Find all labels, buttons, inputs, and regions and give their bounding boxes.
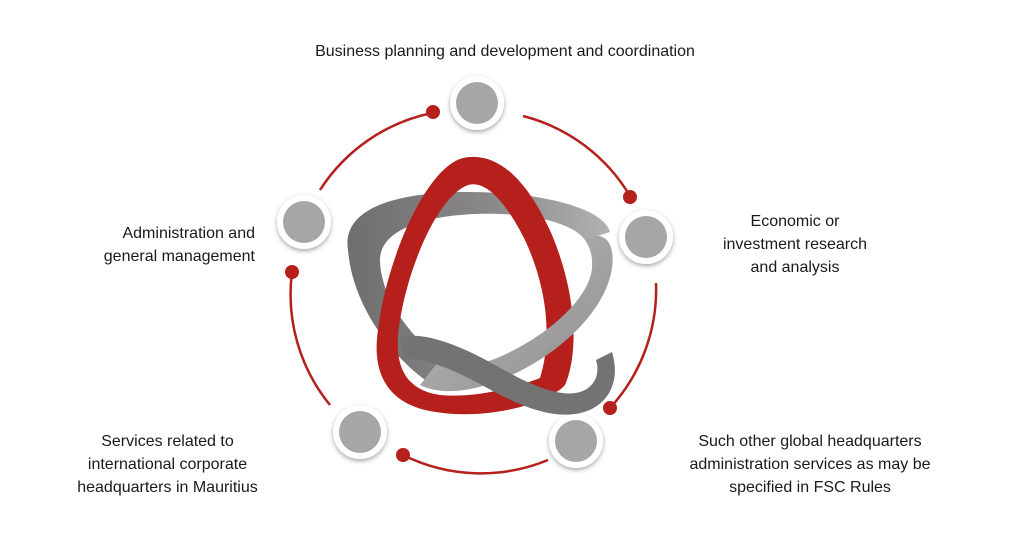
ribbon-gray-lower [400, 335, 615, 415]
label-economic-research: Economic or investment research and anal… [690, 210, 900, 279]
ribbon-red [376, 156, 574, 415]
arc-bottom [402, 453, 549, 475]
arc-top-right [522, 114, 632, 197]
arc-dot [603, 401, 617, 415]
nodes [277, 76, 673, 468]
label-line: international corporate [87, 456, 248, 473]
label-line: specified in FSC Rules [729, 479, 891, 496]
arc-dot [426, 105, 440, 119]
node-top [450, 76, 504, 130]
arc-dots [285, 105, 637, 462]
ribbon-gray-front [420, 235, 613, 392]
label-other-services: Such other global headquarters administr… [655, 430, 965, 499]
arc-top-left [318, 111, 433, 191]
label-line: Services related to [101, 433, 234, 450]
connector-arcs [289, 111, 658, 475]
label-administration: Administration and general management [50, 222, 255, 268]
label-line: general management [103, 248, 255, 265]
label-business-planning: Business planning and development and co… [240, 40, 770, 63]
arc-left-bottom [289, 271, 331, 406]
arc-dot [396, 448, 410, 462]
label-line: Business planning and development and co… [315, 43, 695, 60]
node-bottom-right [549, 414, 603, 468]
arc-dot [285, 265, 299, 279]
label-corporate-headquarters: Services related to international corpor… [40, 430, 295, 499]
label-line: Such other global headquarters [698, 433, 922, 450]
label-line: investment research [722, 236, 868, 253]
label-line: and analysis [750, 259, 840, 276]
label-line: Economic or [750, 213, 840, 230]
node-bottom-left [333, 405, 387, 459]
node-left [277, 195, 331, 249]
ribbon-gray-back [347, 191, 610, 380]
arc-dot [623, 190, 637, 204]
label-line: administration services as may be [689, 456, 931, 473]
node-right [619, 210, 673, 264]
label-line: Administration and [122, 225, 255, 242]
label-line: headquarters in Mauritius [77, 479, 258, 496]
ribbon-logo [347, 156, 615, 415]
arc-right-bottom [609, 282, 658, 409]
